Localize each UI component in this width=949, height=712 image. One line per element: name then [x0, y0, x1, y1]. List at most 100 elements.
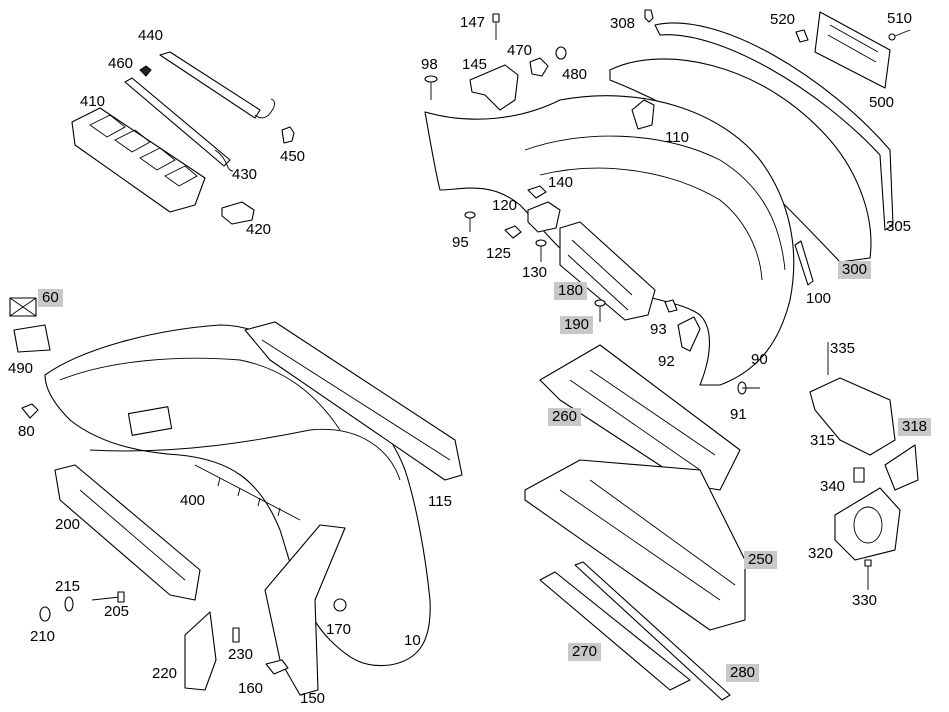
callout-180: 180: [554, 282, 588, 300]
part-340-nut: [853, 467, 865, 483]
callout-90: 90: [751, 351, 768, 368]
part-315-bracket: [809, 377, 896, 456]
callout-320: 320: [808, 545, 834, 562]
part-410-bracket: [71, 107, 206, 213]
callout-95: 95: [452, 234, 469, 251]
part-170-grommet: [333, 598, 347, 612]
callout-280: 280: [726, 664, 760, 682]
callout-490: 490: [8, 360, 34, 377]
callout-430: 430: [232, 166, 258, 183]
part-430-harness: [124, 77, 234, 172]
part-145-bracket: [469, 64, 519, 111]
callout-335: 335: [830, 340, 856, 357]
callout-420: 420: [246, 221, 272, 238]
part-250-underpanel: [524, 459, 746, 631]
part-93-clip: [664, 299, 678, 313]
callout-305: 305: [886, 218, 912, 235]
callout-92: 92: [658, 353, 675, 370]
part-120-bracket: [527, 201, 561, 233]
callout-510: 510: [887, 10, 913, 27]
callout-260: 260: [548, 408, 582, 426]
part-125-clip: [504, 225, 522, 239]
part-520-clip: [795, 29, 809, 43]
part-440-strip: [159, 51, 276, 119]
part-147-pin: [492, 13, 500, 40]
callout-190: 190: [560, 316, 594, 334]
callout-80: 80: [18, 423, 35, 440]
callout-93: 93: [650, 321, 667, 338]
part-205-bolt: [91, 591, 125, 603]
callout-300: 300: [838, 261, 872, 279]
callout-170: 170: [326, 621, 352, 638]
callout-340: 340: [820, 478, 846, 495]
part-190-screw: [594, 299, 606, 322]
callout-160: 160: [238, 680, 264, 697]
part-220-mudflap: [184, 611, 217, 691]
callout-150: 150: [300, 690, 326, 707]
part-210-nut: [39, 606, 51, 622]
part-260-tray: [539, 344, 741, 491]
part-130-screw: [535, 239, 547, 262]
callout-98: 98: [421, 56, 438, 73]
callout-270: 270: [568, 643, 602, 661]
callout-230: 230: [228, 646, 254, 663]
callout-250: 250: [744, 551, 778, 569]
callout-205: 205: [104, 603, 130, 620]
part-480-nut: [555, 46, 567, 60]
part-80-clip: [21, 403, 39, 419]
part-230-clip: [232, 627, 240, 643]
callout-91: 91: [730, 406, 747, 423]
callout-400: 400: [180, 492, 206, 509]
part-330-bolt: [864, 559, 872, 590]
callout-330: 330: [852, 592, 878, 609]
part-100-strip: [794, 240, 814, 286]
callout-318: 318: [898, 418, 932, 436]
part-450-clip: [281, 126, 295, 144]
callout-120: 120: [492, 197, 518, 214]
part-200-bracket: [54, 464, 201, 601]
part-92-bracket: [677, 316, 701, 352]
callout-480: 480: [562, 66, 588, 83]
callout-115: 115: [428, 493, 452, 510]
callout-210: 210: [30, 628, 56, 645]
callout-125: 125: [486, 245, 512, 262]
callout-460: 460: [108, 55, 134, 72]
part-140-clip: [527, 185, 547, 199]
callout-60: 60: [38, 289, 63, 307]
callout-100: 100: [806, 290, 832, 307]
part-270-trim: [539, 571, 691, 691]
callout-140: 140: [548, 174, 574, 191]
callout-470: 470: [507, 42, 533, 59]
callout-10: 10: [404, 632, 421, 649]
part-95-screw: [464, 211, 476, 232]
callout-450: 450: [280, 148, 306, 165]
part-470-clip: [529, 57, 549, 77]
part-400-strip: [194, 464, 301, 521]
part-115-reinforcement: [244, 321, 463, 481]
part-490-cover: [13, 324, 51, 353]
part-510-screw: [888, 29, 911, 41]
part-500-plate-holder: [814, 11, 891, 89]
part-320-housing: [834, 487, 901, 561]
callout-308: 308: [610, 15, 636, 32]
callout-110: 110: [665, 129, 689, 146]
callout-520: 520: [770, 11, 796, 28]
part-60-cap: [9, 297, 37, 317]
part-91-screw: [737, 381, 760, 395]
callout-200: 200: [55, 516, 81, 533]
callout-130: 130: [522, 264, 548, 281]
callout-215: 215: [55, 578, 81, 595]
part-280-strip: [574, 561, 731, 701]
part-160-clip: [265, 659, 289, 675]
part-460-clip: [139, 65, 152, 77]
callout-500: 500: [869, 94, 895, 111]
part-98-screw: [424, 75, 438, 100]
callout-145: 145: [462, 56, 488, 73]
part-420-block: [221, 201, 255, 225]
callout-315: 315: [810, 432, 836, 449]
part-318-trim: [884, 444, 919, 491]
part-305-trim: [654, 22, 894, 231]
callout-147: 147: [460, 14, 486, 31]
callout-410: 410: [80, 93, 106, 110]
